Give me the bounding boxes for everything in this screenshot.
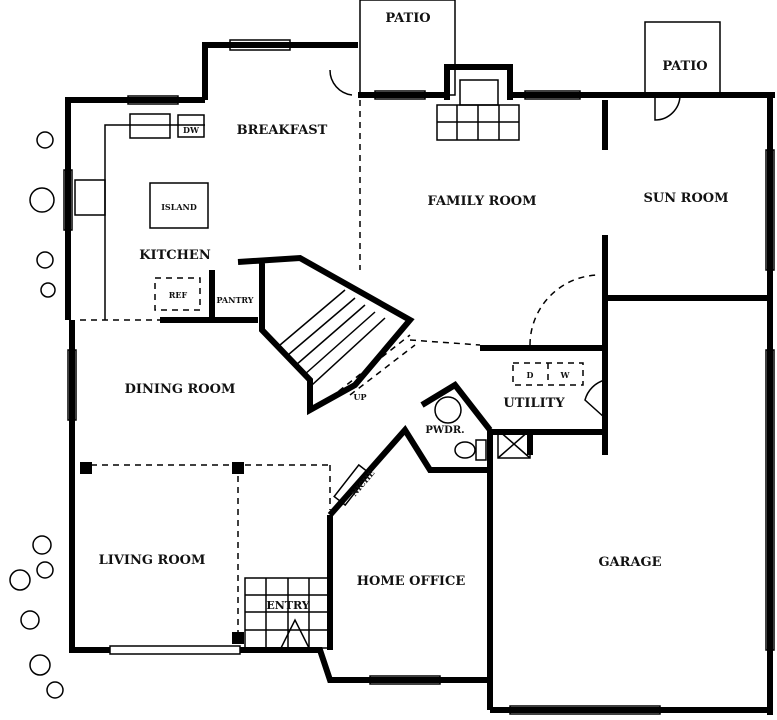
fireplace [436, 64, 520, 141]
label-living-room: LIVING ROOM [99, 553, 206, 568]
patio-right [644, 21, 721, 96]
label-breakfast: BREAKFAST [237, 123, 328, 138]
sunroom-door[interactable] [654, 94, 681, 121]
sink [434, 396, 462, 424]
label-patio-right: PATIO [662, 59, 707, 74]
kitchen-island [149, 182, 209, 229]
column [232, 632, 244, 644]
shrubs [9, 131, 64, 699]
label-family-room: FAMILY ROOM [428, 194, 537, 209]
toilet [454, 441, 476, 459]
label-dryer: D [527, 370, 534, 380]
label-stairs-up: UP [354, 392, 367, 402]
entry-tile [244, 577, 331, 651]
label-patio-left: PATIO [385, 11, 430, 26]
label-entry: ENTRY [266, 599, 309, 612]
room-boundaries [80, 100, 601, 640]
label-kitchen: KITCHEN [139, 248, 211, 263]
column [80, 462, 92, 474]
column [232, 462, 244, 474]
utility-door[interactable] [584, 379, 606, 419]
mechanical-closet [497, 429, 531, 459]
label-utility: UTILITY [503, 396, 565, 411]
label-pantry: PANTRY [216, 295, 253, 305]
windows [63, 39, 775, 715]
label-washer: W [560, 370, 571, 380]
dishwasher [177, 114, 205, 138]
label-powder: PWDR. [425, 425, 464, 436]
exterior-walls [65, 42, 775, 715]
label-island: ISLAND [161, 202, 197, 212]
label-dining-room: DINING ROOM [125, 382, 236, 397]
label-garage: GARAGE [598, 555, 661, 570]
label-ref: REF [169, 290, 188, 300]
label-home-office: HOME OFFICE [357, 574, 466, 589]
front-door [279, 618, 311, 651]
label-dw: DW [183, 125, 200, 135]
toilet-tank [475, 439, 487, 461]
kitchen-cabinets [74, 113, 209, 320]
patio-left [359, 0, 456, 96]
stairs [279, 289, 416, 399]
label-sun-room: SUN ROOM [644, 191, 729, 206]
niche [333, 463, 371, 507]
patio-door[interactable] [329, 69, 353, 96]
refrigerator [154, 277, 201, 311]
